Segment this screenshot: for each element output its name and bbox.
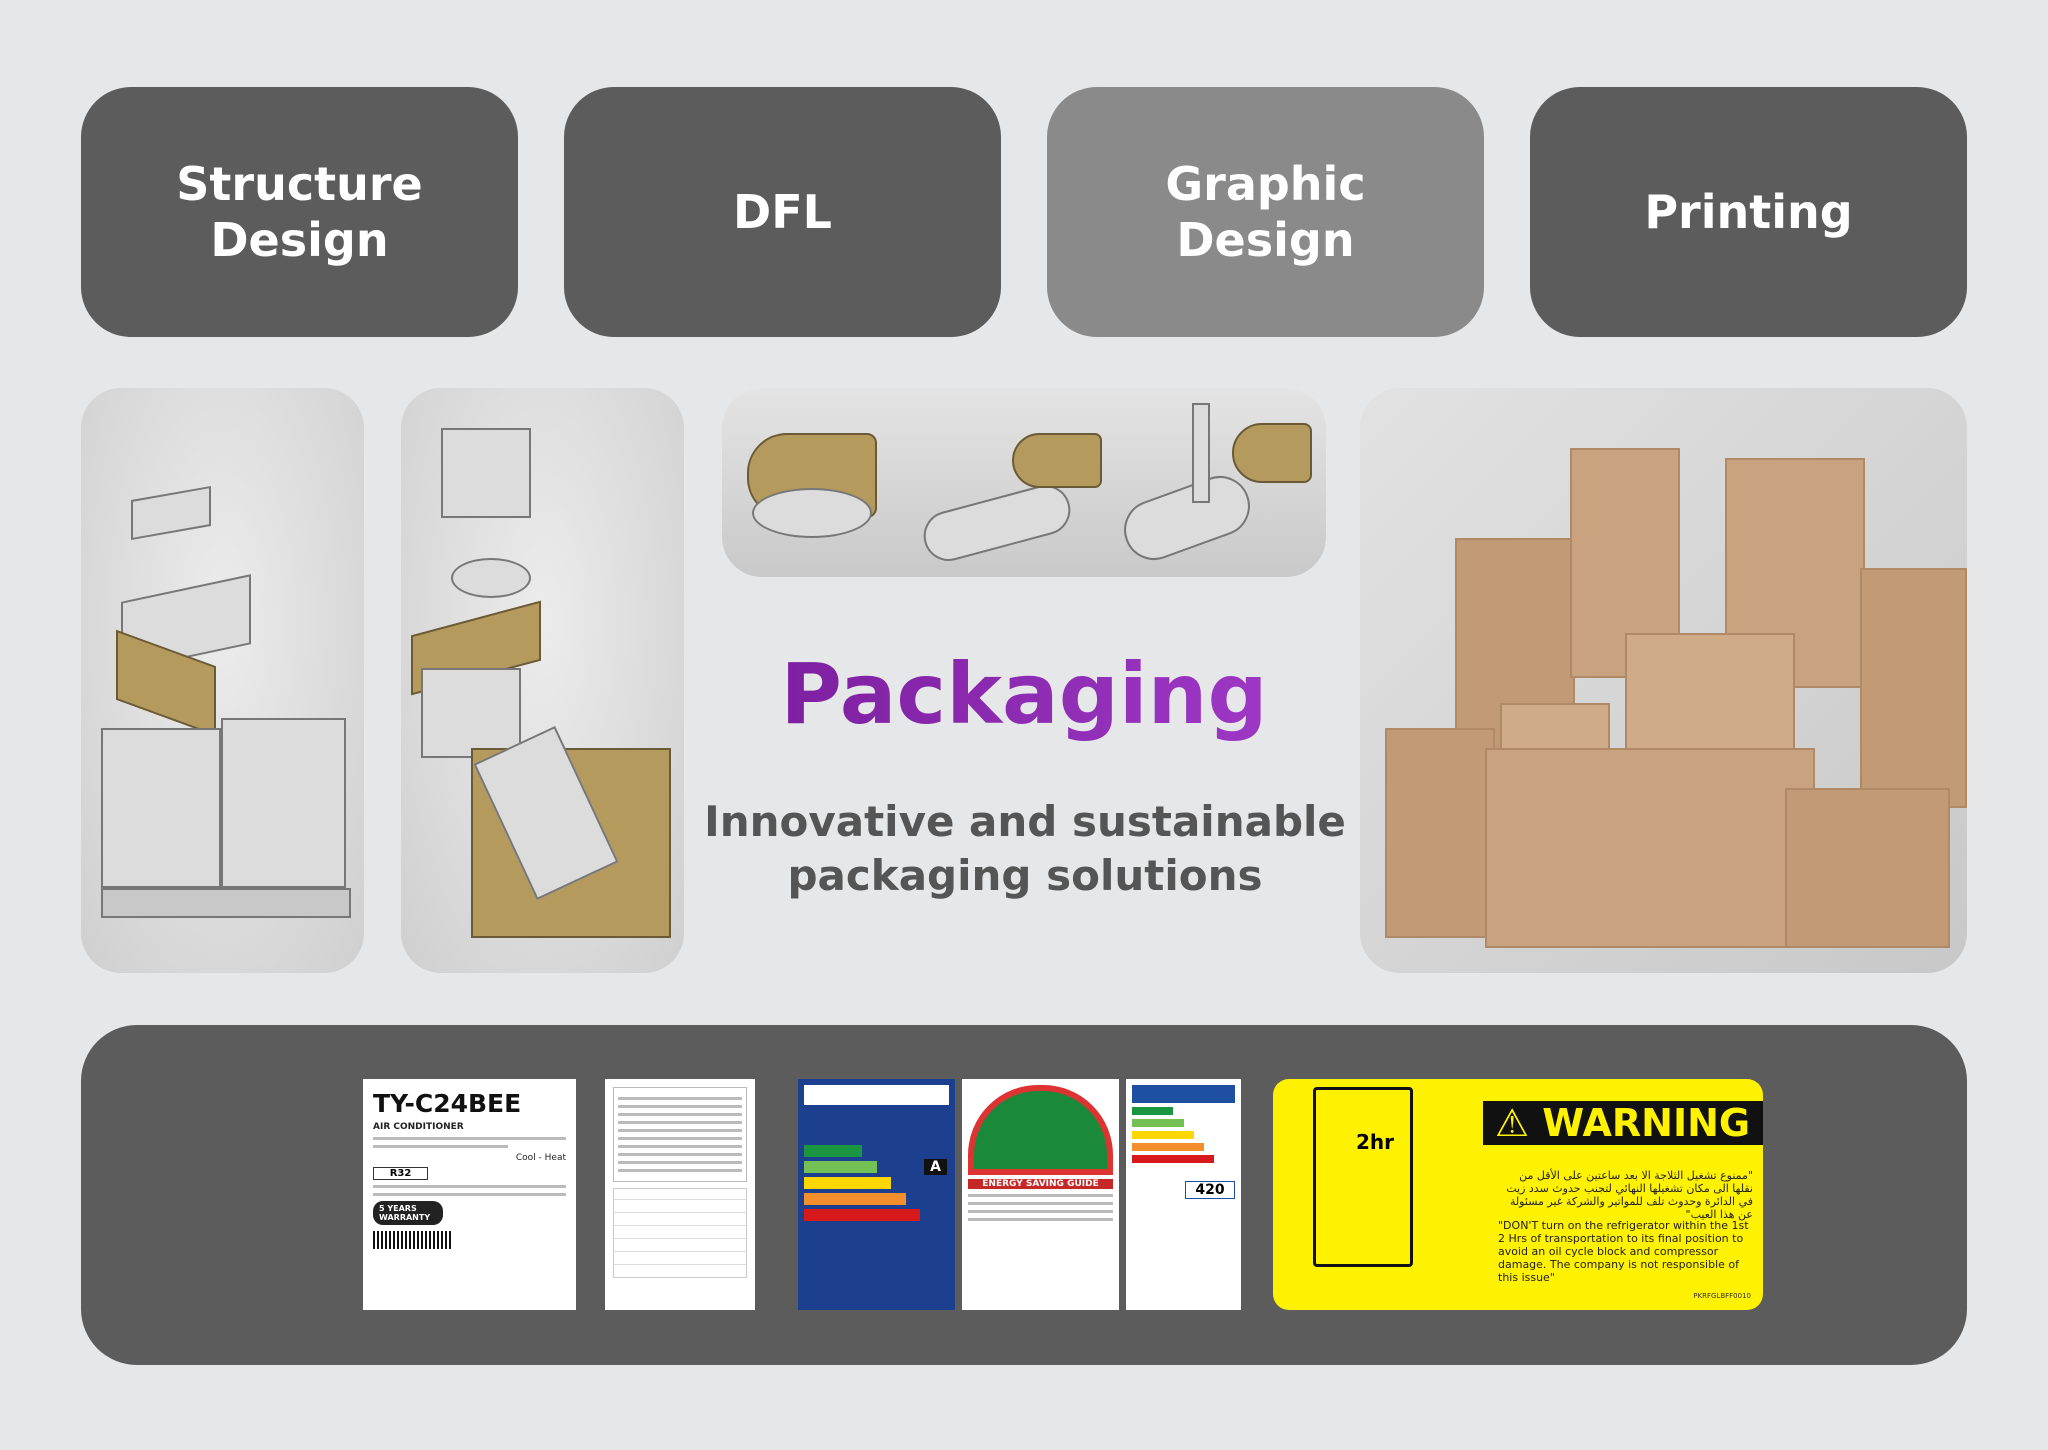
warning-text-english: "DON'T turn on the refrigerator within t…: [1498, 1219, 1749, 1284]
warning-sticker: 2hr ⚠ WARNING "ممنوع تشغيل الثلاجة الا ب…: [1273, 1079, 1763, 1310]
page-title: Packaging: [722, 645, 1326, 743]
structure-render-image-1: [81, 388, 364, 973]
energy-efficiency-label-arabic: A: [798, 1079, 955, 1310]
eu-energy-label: 420: [1126, 1079, 1241, 1310]
warning-code: PKRFGLBFF0010: [1693, 1292, 1751, 1300]
ac-rating-label: TY-C24BEE AIR CONDITIONER Cool - Heat R3…: [363, 1079, 576, 1310]
warning-text-arabic: "ممنوع تشغيل الثلاجة الا بعد ساعتين على …: [1506, 1169, 1753, 1221]
energy-rating: A: [924, 1159, 947, 1175]
ac-model: TY-C24BEE: [373, 1089, 522, 1118]
ac-refrigerant: R32: [373, 1167, 428, 1180]
warning-heading: ⚠ WARNING: [1483, 1101, 1763, 1145]
wiring-diagram: [613, 1188, 747, 1278]
tile-structure-design[interactable]: Structure Design: [81, 87, 518, 337]
tile-dfl[interactable]: DFL: [564, 87, 1001, 337]
barcode-icon: [373, 1231, 453, 1249]
tile-printing[interactable]: Printing: [1530, 87, 1967, 337]
energy-saving-guide-label: ENERGY SAVING GUIDE: [962, 1079, 1119, 1310]
warning-triangle-icon: ⚠: [1495, 1101, 1543, 1145]
ac-type: AIR CONDITIONER: [373, 1122, 464, 1132]
fridge-mascot-icon: 2hr: [1313, 1087, 1413, 1267]
cardboard-boxes-image: [1360, 388, 1967, 973]
dfl-render-image: [722, 388, 1326, 577]
rating-plate-label: [605, 1079, 755, 1310]
ac-mode: Cool - Heat: [515, 1153, 566, 1163]
saving-guide-title: ENERGY SAVING GUIDE: [968, 1179, 1113, 1189]
page-subtitle: Innovative and sustainable packaging sol…: [704, 797, 1346, 900]
tile-graphic-design[interactable]: Graphic Design: [1047, 87, 1484, 337]
energy-consumption-value: 420: [1185, 1181, 1235, 1199]
warranty-badge: 5 YEARS WARRANTY: [373, 1201, 443, 1225]
structure-render-image-2: [401, 388, 684, 973]
